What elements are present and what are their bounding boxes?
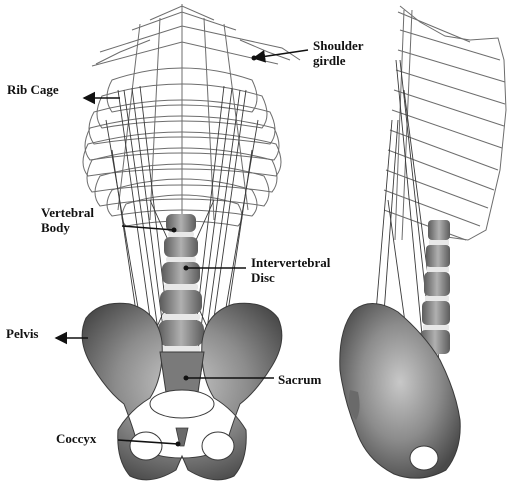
intervertebral-disc-label-line1: Intervertebral xyxy=(251,255,330,270)
shoulder-girdle-label-line1: Shoulder xyxy=(313,38,364,53)
intervertebral-disc-label: Intervertebral Disc xyxy=(251,255,330,285)
vertebral-body-label: Vertebral Body xyxy=(41,205,94,235)
front-view xyxy=(82,4,300,480)
sacrum-label: Sacrum xyxy=(278,372,321,387)
vertebral-body-label-line1: Vertebral xyxy=(41,205,94,220)
intervertebral-disc-label-line2: Disc xyxy=(251,270,330,285)
shoulder-girdle-label-line2: girdle xyxy=(313,53,364,68)
side-view xyxy=(340,6,506,478)
front-lumbar-spine xyxy=(158,214,204,352)
coccyx-label: Coccyx xyxy=(56,431,96,446)
vertebral-body-label-line2: Body xyxy=(41,220,94,235)
front-rib-cage xyxy=(83,4,300,226)
pelvis-label: Pelvis xyxy=(6,326,39,341)
shoulder-girdle-label: Shoulder girdle xyxy=(313,38,364,68)
rib-cage-label: Rib Cage xyxy=(7,82,59,97)
side-lumbar-spine xyxy=(420,220,450,354)
